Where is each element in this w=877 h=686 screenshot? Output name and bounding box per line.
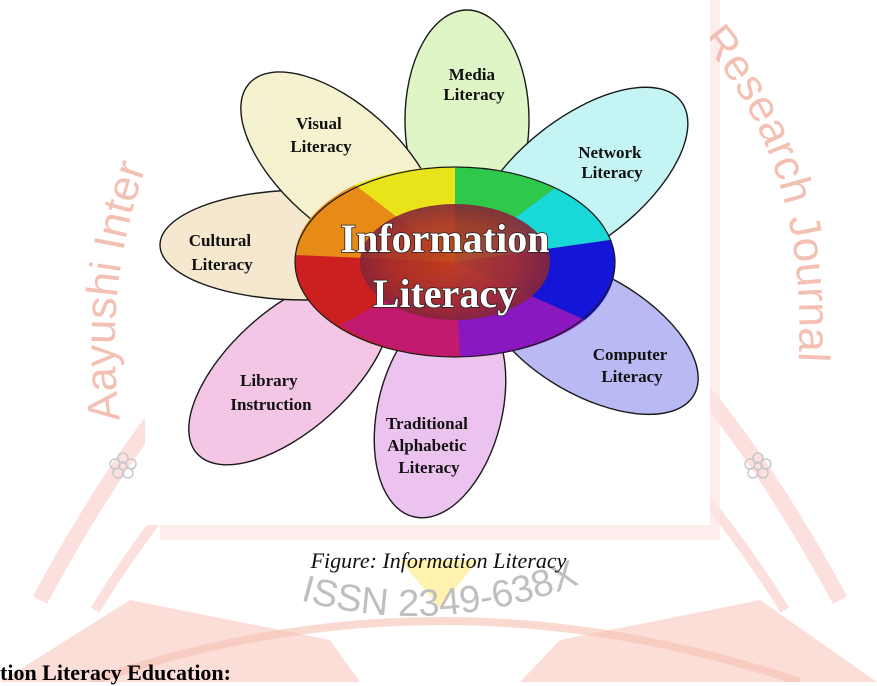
flower-icon	[744, 452, 772, 479]
petal-label-visual: Visual Literacy	[290, 114, 352, 156]
center-color-disc	[294, 166, 616, 358]
information-literacy-diagram: Media Literacy Network Literacy Computer…	[145, 0, 710, 525]
watermark-bottom-right-swoosh	[520, 600, 877, 682]
watermark-yellow-wedge	[400, 560, 478, 608]
center-label: Information Literacy	[340, 215, 550, 317]
petal-label-network: Network Literacy	[578, 143, 646, 182]
petal-label-computer: Computer Literacy	[593, 345, 672, 386]
petal-label-cultural: Cultural Literacy	[189, 231, 256, 274]
figure-caption: Figure: Information Literacy	[310, 548, 567, 573]
flower-icon	[109, 452, 137, 479]
watermark-bottom-curve	[88, 617, 802, 682]
petal-label-library: Library Instruction	[230, 371, 312, 414]
section-heading: tion Literacy Education:	[0, 660, 231, 685]
petal-label-traditional: Traditional Alphabetic Literacy	[386, 414, 472, 477]
petal-labels: Media Literacy Network Literacy Computer…	[189, 65, 672, 477]
center-label-line1: Information	[341, 216, 550, 261]
watermark-bottom-left-swoosh	[0, 600, 360, 682]
center-label-line2: Literacy	[373, 271, 517, 316]
petal-label-media: Media Literacy	[443, 65, 505, 104]
